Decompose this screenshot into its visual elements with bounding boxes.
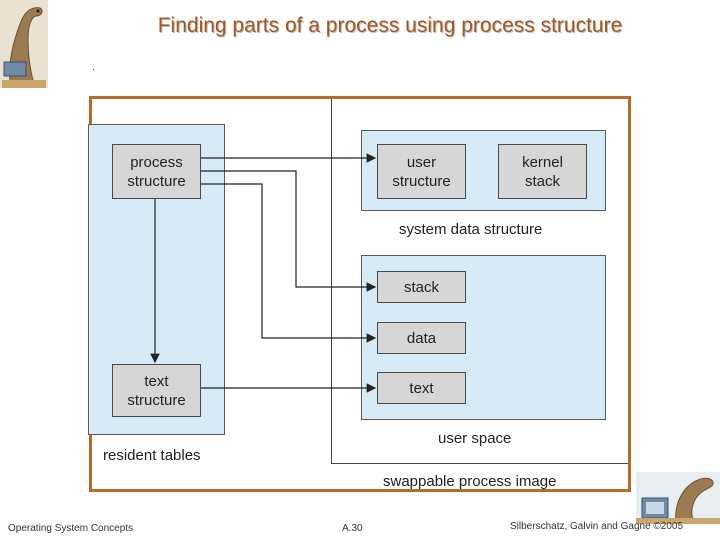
stack-box: stack <box>377 271 466 303</box>
dinosaur-footer-icon <box>636 472 720 524</box>
swappable-divider <box>331 99 332 463</box>
slide-title: Finding parts of a process using process… <box>157 14 623 37</box>
stray-dot: . <box>92 62 95 73</box>
user-structure-box: user structure <box>377 144 466 199</box>
resident-tables-label: resident tables <box>103 447 201 464</box>
user-space-label: user space <box>438 430 512 447</box>
footer-course-title: Operating System Concepts <box>8 523 134 534</box>
footer-copyright: Silberschatz, Galvin and Gagne ©2005 <box>510 521 684 532</box>
data-box: data <box>377 322 466 354</box>
arrow-to-data <box>201 183 377 343</box>
swappable-bottom-line <box>331 463 628 464</box>
arrow-to-stack <box>201 170 377 292</box>
swappable-process-image-label: swappable process image <box>383 473 557 490</box>
process-structure-box: process structure <box>112 144 201 199</box>
connector-arrows <box>150 153 377 393</box>
text-structure-box: text structure <box>112 364 201 417</box>
diagram-frame: process structure text structure user st… <box>88 96 631 492</box>
dinosaur-logo-icon <box>0 0 48 88</box>
text-box: text <box>377 372 466 404</box>
footer-page-number: A.30 <box>342 523 363 534</box>
system-data-structure-label: system data structure <box>399 221 543 238</box>
kernel-stack-box: kernel stack <box>498 144 587 199</box>
